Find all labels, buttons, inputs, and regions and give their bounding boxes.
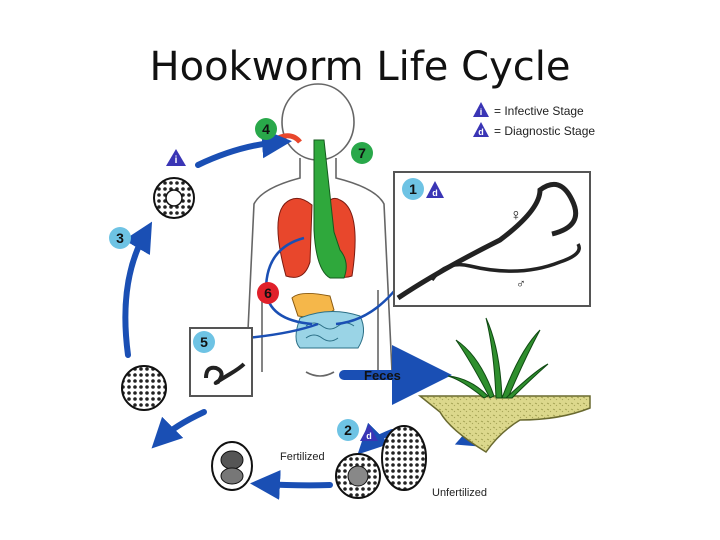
stage-1-diagnostic-marker: d (432, 188, 438, 198)
slide-title: Hookworm Life Cycle (149, 44, 571, 90)
male-worm (430, 243, 581, 282)
infective-triangle-icon (473, 102, 489, 117)
soil-patch (417, 395, 591, 454)
larva-pointer-line (245, 322, 319, 340)
stage-3-badge: 3 (109, 227, 131, 249)
stage-1-badge: 1 d (402, 178, 444, 200)
stage-7-badge: 7 (351, 142, 373, 164)
adult-worms-box: ♀ ♂ (393, 171, 591, 307)
diagnostic-triangle-icon (426, 181, 444, 198)
organs (277, 133, 364, 349)
diagnostic-triangle-icon (473, 122, 489, 137)
embryonated-egg (211, 441, 253, 491)
stage-7-label: 7 (358, 145, 366, 161)
arrow-egg-to-larva (151, 409, 207, 449)
legend-infective: i = Infective Stage (473, 102, 584, 118)
esophagus-stomach (313, 139, 347, 279)
left-lung (277, 197, 313, 278)
infective-marker-label: i (175, 155, 178, 166)
arrow-bottom (250, 469, 333, 500)
arrow-to-mouth (195, 128, 292, 168)
filariform-larva-egg (153, 177, 195, 219)
stage-1-label: 1 (409, 181, 417, 197)
stage-4-label: 4 (262, 121, 270, 137)
fertilized-egg (335, 453, 381, 499)
feces-label: Feces (364, 368, 401, 383)
stage-6-badge: 6 (257, 282, 279, 304)
infective-triangle-icon (166, 149, 186, 166)
legend-diagnostic-text: = Diagnostic Stage (494, 124, 595, 138)
legend-diagnostic-symbol: d (478, 127, 484, 137)
stage-6-label: 6 (264, 285, 272, 301)
unfertilized-egg (381, 425, 427, 491)
legend-diagnostic: d = Diagnostic Stage (473, 122, 595, 138)
cycle-eggs (121, 177, 427, 499)
intestines (295, 311, 364, 349)
fertilized-label: Fertilized (280, 451, 325, 463)
stage-badges: 1 d 2 d 3 4 5 6 7 (109, 118, 444, 441)
stage-2-label: 2 (344, 422, 352, 438)
unfertilized-label: Unfertilized (432, 487, 487, 499)
stage-2-badge: 2 d (337, 419, 378, 441)
legend-infective-symbol: i (480, 107, 483, 117)
stage-4-badge: 4 (255, 118, 277, 140)
male-symbol: ♂ (516, 276, 526, 291)
stage-5-badge: 5 (193, 331, 215, 353)
diagnostic-triangle-icon (360, 424, 378, 441)
stage-3-label: 3 (116, 230, 124, 246)
stage-5-label: 5 (200, 334, 208, 350)
grass-icon (447, 317, 549, 399)
rhabditiform-egg (121, 365, 167, 411)
legend-infective-text: = Infective Stage (494, 104, 584, 118)
arrow-up-left (122, 221, 153, 358)
legend: i = Infective Stage d = Diagnostic Stage (473, 102, 595, 138)
female-symbol: ♀ (510, 207, 522, 224)
infective-marker-top: i (166, 149, 186, 166)
larva-worm (204, 362, 246, 385)
stage-2-diagnostic-marker: d (366, 431, 372, 441)
soil-grass (417, 317, 591, 454)
